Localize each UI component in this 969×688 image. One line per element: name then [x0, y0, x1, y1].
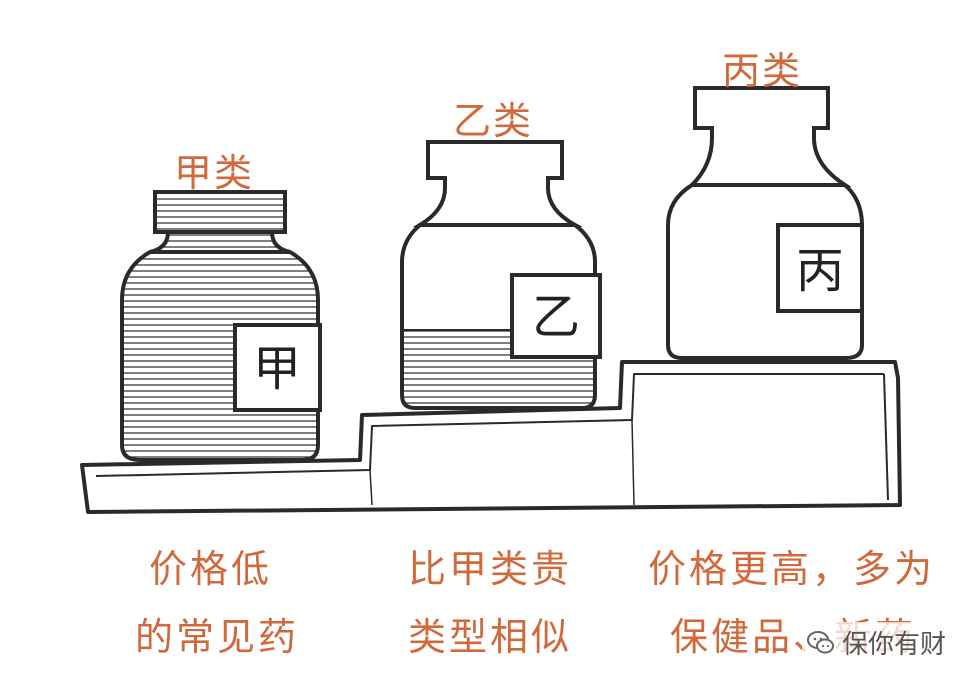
- jar-yi-cap: [412, 140, 583, 227]
- wechat-icon: [807, 630, 834, 653]
- jar-yi-label-plate: [510, 273, 602, 359]
- caption-bing-line1: 价格更高，多为: [648, 547, 936, 591]
- jar-yi-label: 乙: [532, 289, 580, 345]
- caption-yi-line1: 比甲类贵: [408, 547, 573, 591]
- watermark-text: 保你有财: [842, 630, 947, 660]
- category-title-yi: 乙类: [453, 99, 534, 143]
- jar-bing: 丙: [666, 86, 864, 360]
- caption-yi: 比甲类贵 类型相似: [408, 540, 572, 666]
- category-title-jia: 甲类: [174, 151, 255, 195]
- jar-jia-neck: [149, 230, 291, 254]
- watermark: 保你有财: [802, 622, 951, 663]
- jar-bing-cap: [687, 86, 852, 187]
- jar-bing-label: 丙: [796, 243, 844, 299]
- jar-jia-label-plate: [233, 323, 322, 412]
- caption-jia-line1: 价格低: [149, 547, 273, 591]
- caption-jia-line2: 的常见药: [135, 615, 300, 659]
- jar-yi: 乙: [400, 140, 602, 410]
- jar-jia: 甲: [120, 190, 322, 462]
- category-title-bing: 丙类: [722, 49, 803, 93]
- caption-jia: 价格低 的常见药: [135, 540, 299, 666]
- stepped-shelf: [80, 360, 902, 514]
- caption-yi-line2: 类型相似: [408, 615, 573, 659]
- jar-jia-cap: [153, 190, 287, 234]
- jar-jia-label: 甲: [253, 341, 301, 397]
- jar-bing-label-plate: [776, 223, 864, 313]
